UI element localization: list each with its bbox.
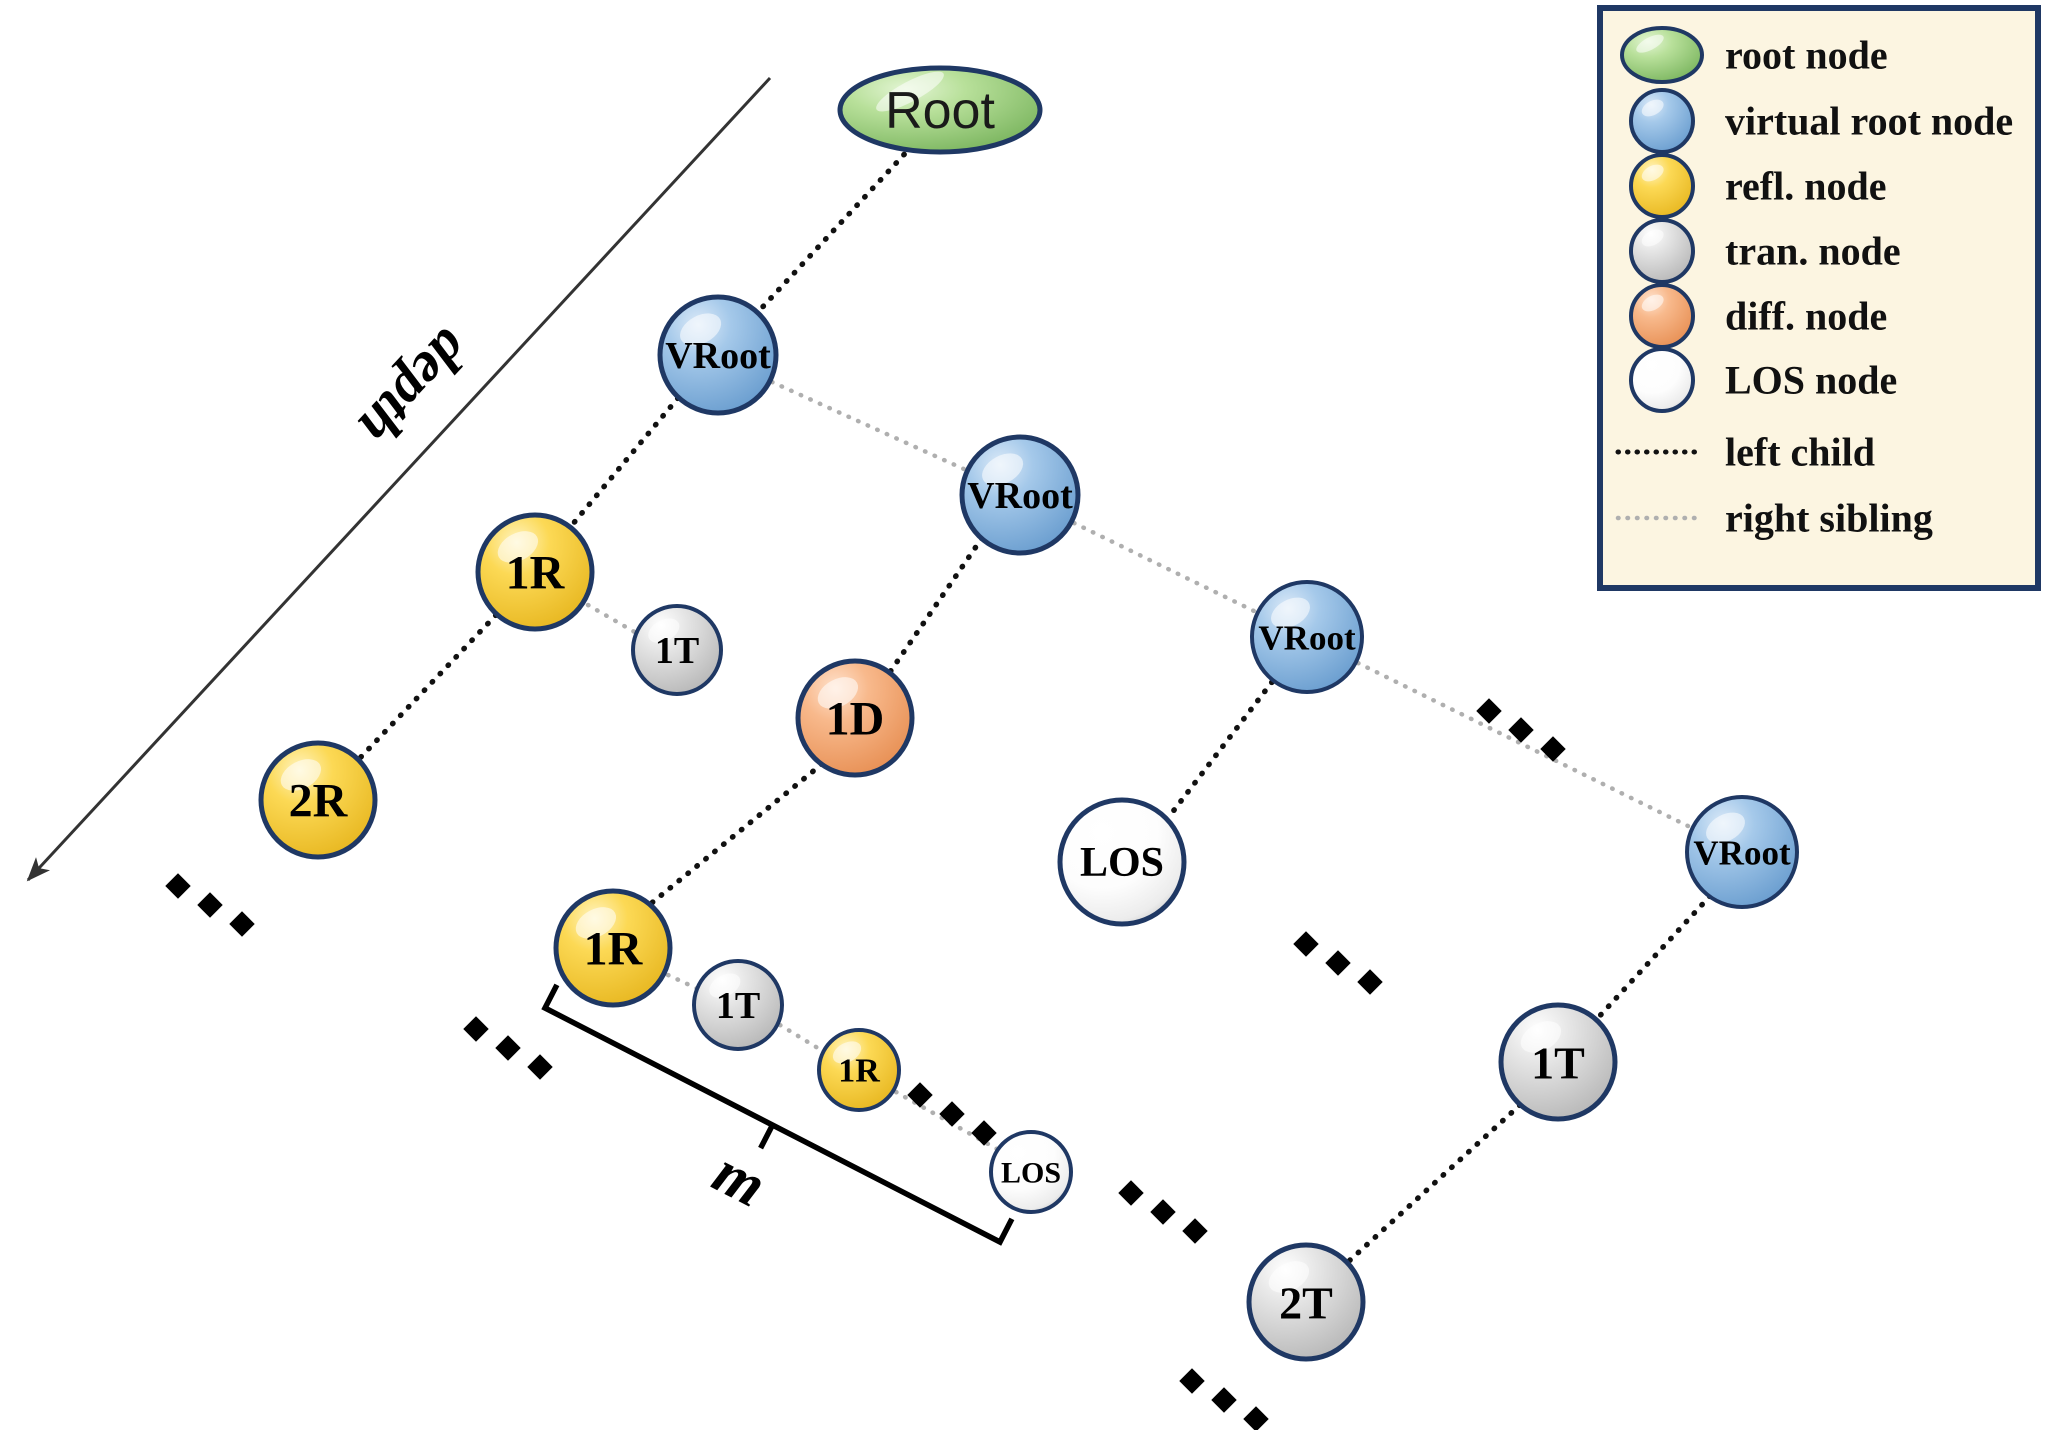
node-r2a-label: 2R bbox=[289, 775, 349, 828]
legend-virtual-root-label: virtual root node bbox=[1725, 99, 2013, 144]
legend-swatch-tran-icon bbox=[1629, 218, 1695, 284]
legend-swatch-refl-icon bbox=[1629, 153, 1695, 219]
node-t1c[interactable]: 1T bbox=[1498, 1002, 1618, 1122]
edge-left-child bbox=[645, 761, 825, 909]
ellipsis-dot bbox=[165, 873, 191, 899]
legend-tran-label: tran. node bbox=[1725, 229, 1901, 274]
legend-swatch-highlight bbox=[1636, 34, 1664, 53]
node-r1b[interactable]: 1R bbox=[553, 888, 673, 1008]
dots-below-2r-icon bbox=[165, 873, 255, 937]
legend-refl[interactable]: refl. node bbox=[1629, 153, 1886, 219]
node-r1a-highlight bbox=[497, 531, 539, 563]
node-r2a[interactable]: 2R bbox=[258, 740, 378, 860]
edge-right-sibling bbox=[1355, 660, 1695, 831]
node-r1c[interactable]: 1R bbox=[817, 1028, 901, 1112]
legend[interactable]: root node virtual root node refl. node tra… bbox=[1597, 5, 2041, 591]
node-vroot1-label: VRoot bbox=[665, 335, 771, 377]
legend-swatch-highlight bbox=[1641, 99, 1664, 117]
node-r1b-label: 1R bbox=[584, 923, 644, 976]
node-root-label: Root bbox=[885, 82, 995, 140]
m-bracket-group bbox=[541, 983, 1015, 1246]
node-t2-highlight bbox=[1268, 1261, 1310, 1293]
node-t1b-highlight bbox=[709, 973, 741, 998]
node-losA-shape[interactable] bbox=[1057, 797, 1187, 927]
legend-right-sibling-label: right sibling bbox=[1725, 496, 1933, 541]
edge-right-sibling bbox=[777, 1022, 824, 1053]
node-d1[interactable]: 1D bbox=[795, 658, 915, 778]
node-vroot2-highlight bbox=[982, 453, 1024, 486]
edge-right-sibling bbox=[769, 379, 969, 473]
legend-swatch-los-icon bbox=[1629, 347, 1695, 413]
node-root-highlight bbox=[876, 71, 944, 112]
legend-virtual-root[interactable]: virtual root node bbox=[1629, 88, 2013, 154]
legend-root[interactable]: root node bbox=[1620, 26, 1888, 84]
node-t1a-highlight bbox=[648, 618, 680, 643]
legend-swatch-highlight bbox=[1641, 164, 1664, 182]
legend-los[interactable]: LOS node bbox=[1629, 347, 1897, 413]
node-losA-label: LOS bbox=[1080, 840, 1164, 886]
node-t2-label: 2T bbox=[1279, 1278, 1333, 1329]
m-bracket-tick bbox=[758, 1123, 775, 1150]
edge-left-child bbox=[755, 143, 915, 315]
node-losA[interactable]: LOS bbox=[1057, 797, 1187, 927]
node-vroot3[interactable]: VRoot bbox=[1250, 580, 1364, 694]
depth-arrow-line bbox=[26, 76, 772, 882]
node-r1c-label: 1R bbox=[838, 1053, 880, 1090]
ellipsis-dot bbox=[229, 911, 255, 937]
tree-nodes: RootVRootVRootVRootVRoot1R1T2R1DLOS1R1T1… bbox=[258, 65, 1799, 1362]
node-t1c-label: 1T bbox=[1531, 1038, 1585, 1089]
edge-left-child bbox=[1593, 893, 1713, 1023]
legend-swatch-highlight bbox=[1641, 229, 1664, 247]
edge-left-child bbox=[357, 612, 499, 761]
node-vroot1[interactable]: VRoot bbox=[657, 294, 779, 416]
node-r1a-label: 1R bbox=[506, 547, 566, 600]
node-r2a-highlight bbox=[280, 759, 322, 791]
edge-right-sibling bbox=[1071, 520, 1259, 615]
node-vroot2-label: VRoot bbox=[967, 475, 1073, 517]
legend-tran[interactable]: tran. node bbox=[1629, 218, 1901, 284]
node-vroot3-highlight bbox=[1271, 597, 1310, 629]
node-vroot3-label: VRoot bbox=[1258, 619, 1356, 658]
ellipsis-dot bbox=[197, 892, 223, 918]
node-t1b[interactable]: 1T bbox=[692, 959, 784, 1051]
node-r1c-highlight bbox=[832, 1041, 862, 1064]
node-t1c-highlight bbox=[1520, 1021, 1562, 1053]
legend-right-sibling[interactable]: right sibling bbox=[1615, 496, 1933, 541]
edge-left-child bbox=[569, 395, 681, 528]
node-t1b-label: 1T bbox=[716, 985, 760, 1027]
node-r1a[interactable]: 1R bbox=[475, 512, 595, 632]
legend-swatch-highlight bbox=[1641, 294, 1664, 312]
node-losB-shape[interactable] bbox=[989, 1130, 1073, 1214]
node-vroot4-label: VRoot bbox=[1693, 834, 1791, 873]
legend-swatch-virtual-root-icon bbox=[1629, 88, 1695, 154]
legend-left-child-label: left child bbox=[1725, 430, 1875, 475]
node-vroot4[interactable]: VRoot bbox=[1685, 795, 1799, 909]
legend-box-inner bbox=[1605, 13, 2033, 583]
legend-refl-label: refl. node bbox=[1725, 164, 1886, 209]
edge-left-child bbox=[1345, 1102, 1523, 1265]
node-vroot1-highlight bbox=[680, 313, 722, 346]
node-t2[interactable]: 2T bbox=[1246, 1242, 1366, 1362]
node-vroot4-highlight bbox=[1706, 812, 1745, 844]
node-losB-label: LOS bbox=[1001, 1157, 1061, 1190]
node-losB[interactable]: LOS bbox=[989, 1130, 1073, 1214]
legend-diff[interactable]: diff. node bbox=[1629, 283, 1887, 349]
node-r1b-highlight bbox=[575, 907, 617, 939]
node-vroot2[interactable]: VRoot bbox=[959, 434, 1081, 556]
m-bracket-path bbox=[541, 983, 1015, 1246]
node-t1a-label: 1T bbox=[655, 630, 699, 672]
edge-left-child bbox=[887, 535, 985, 675]
legend-left-child[interactable]: left child bbox=[1615, 430, 1875, 475]
legend-swatch-diff-icon bbox=[1629, 283, 1695, 349]
node-d1-highlight bbox=[817, 677, 859, 709]
node-d1-label: 1D bbox=[826, 693, 885, 746]
node-t1a[interactable]: 1T bbox=[631, 604, 723, 696]
node-root-shape[interactable] bbox=[837, 65, 1043, 155]
legend-diff-label: diff. node bbox=[1725, 294, 1887, 339]
edge-right-sibling bbox=[585, 602, 641, 637]
legend-los-label: LOS node bbox=[1725, 358, 1897, 403]
legend-root-label: root node bbox=[1725, 33, 1888, 78]
node-root[interactable]: Root bbox=[837, 65, 1043, 155]
